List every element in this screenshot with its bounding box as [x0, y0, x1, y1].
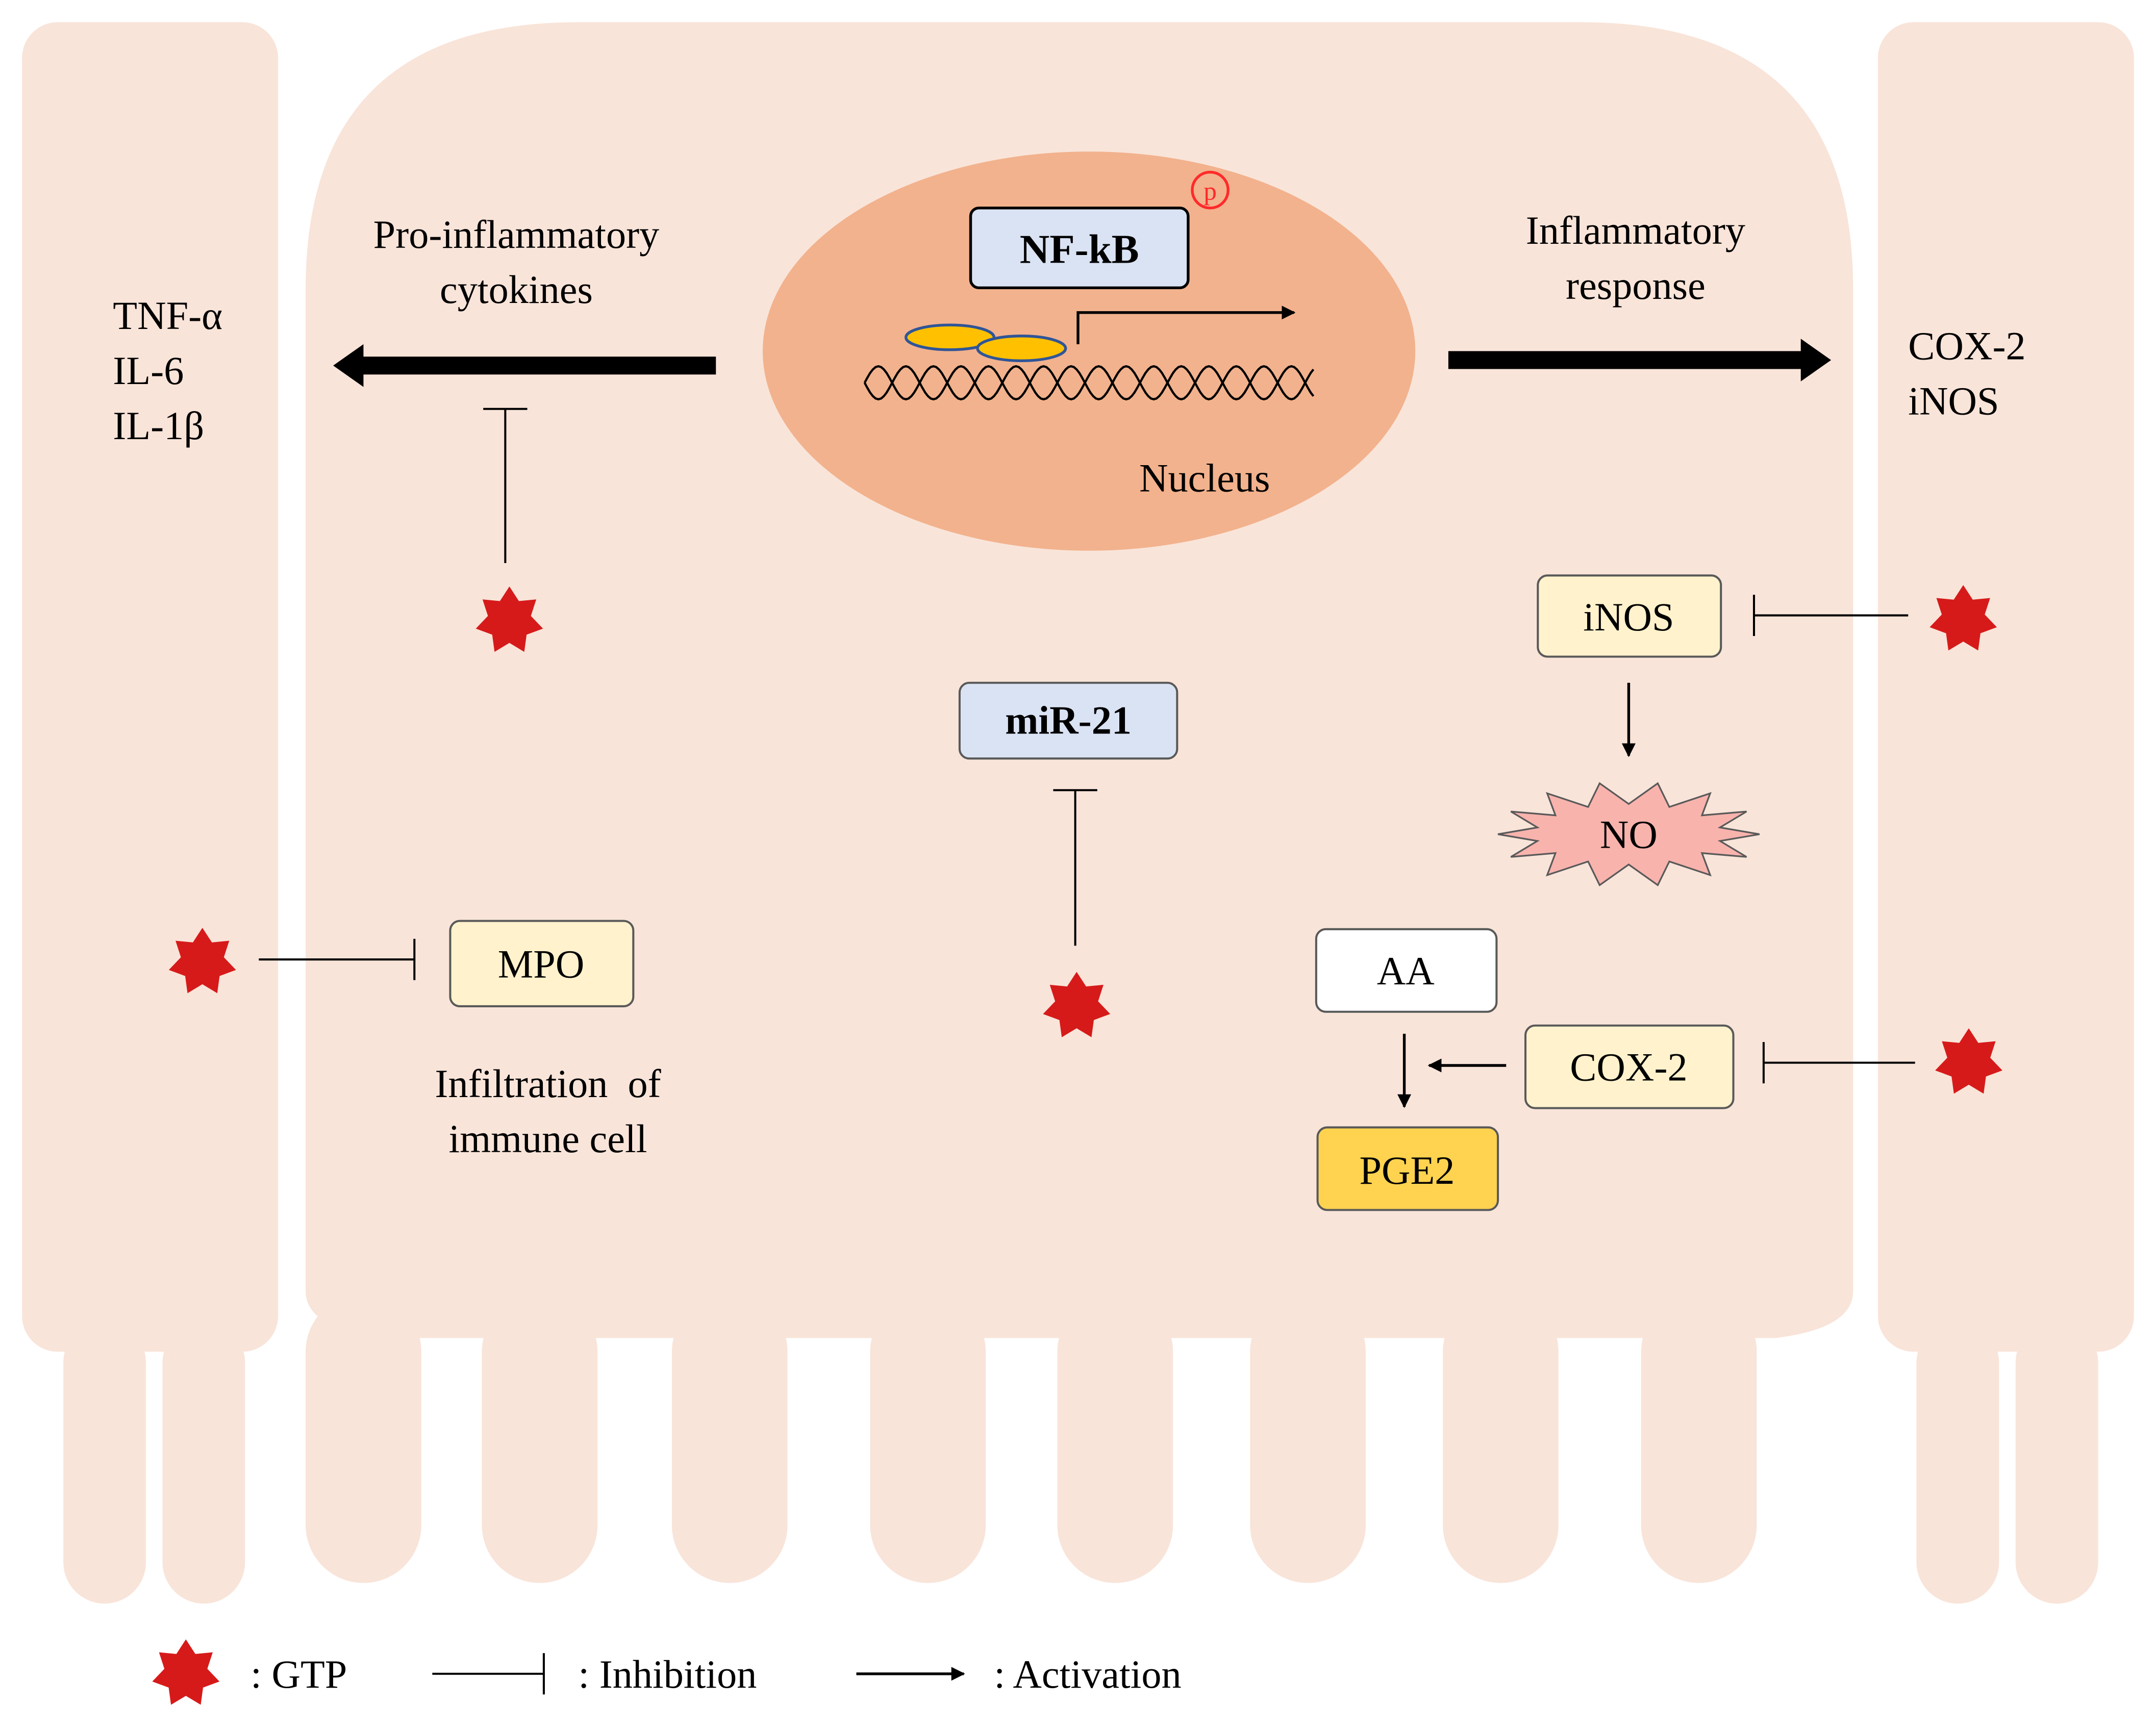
nfkb-box: [969, 207, 1190, 289]
cytokine-label: IL-6: [113, 348, 184, 393]
infiltration-label: Infiltration of: [435, 1061, 661, 1106]
cytokine-label: TNF-α: [113, 293, 222, 338]
transcription-arrow: [1076, 306, 1296, 344]
gtp-star-icon: [475, 586, 543, 652]
legend-gtp-star-icon: [152, 1639, 220, 1705]
mir21-inhibition: [1053, 789, 1097, 946]
no-burst-icon: [1497, 782, 1760, 886]
pro-inflammatory-label: Pro-inflammatory: [373, 212, 660, 257]
enzyme-label: COX-2: [1908, 324, 2025, 368]
gtp-star-icon: [1043, 972, 1111, 1037]
gtp-star-icon: [1929, 585, 1997, 651]
mpo-inhibition: [259, 938, 416, 980]
gtp-star-icon: [168, 928, 236, 994]
cox2-label: COX-2: [1570, 1045, 1687, 1089]
inflammatory-label: Inflammatory: [1526, 208, 1745, 252]
mpo-box: [449, 920, 635, 1007]
phospho-marker: [1191, 170, 1230, 210]
immune-cell-label: immune cell: [449, 1116, 647, 1161]
no-label: NO: [1600, 812, 1658, 857]
inos-label: iNOS: [1583, 595, 1674, 639]
legend: : GTP : Inhibition : Activation: [152, 1639, 1182, 1705]
aa-box: [1315, 928, 1498, 1013]
cox2-inhibition: [1762, 1042, 1915, 1084]
legend-activation-label: : Activation: [994, 1652, 1181, 1696]
pro-inflammatory-arrow: [333, 344, 716, 387]
mir21-box: [958, 681, 1179, 760]
cytokine-label: IL-1β: [113, 403, 204, 448]
response-label: response: [1566, 263, 1706, 308]
inflammatory-response-arrow: [1448, 339, 1832, 382]
nfkb-subunit-icon: [976, 335, 1067, 363]
legend-gtp-label: : GTP: [250, 1652, 347, 1696]
legend-inhibition-label: : Inhibition: [578, 1652, 757, 1696]
inos-box: [1537, 574, 1722, 658]
pge2-label: PGE2: [1359, 1148, 1455, 1192]
mpo-label: MPO: [498, 942, 585, 986]
dna-helix-icon: [863, 365, 1315, 401]
nfkb-label: NF-kB: [1020, 226, 1139, 272]
mir21-label: miR-21: [1005, 698, 1132, 743]
nucleus-label: Nucleus: [1139, 456, 1270, 500]
gtp-star-icon: [1935, 1028, 2002, 1094]
cytokines-label: cytokines: [440, 267, 593, 312]
cox2-box: [1524, 1024, 1735, 1109]
phospho-label: p: [1204, 177, 1217, 206]
cytokine-inhibition: [483, 408, 528, 564]
aa-label: AA: [1377, 949, 1435, 993]
pge2-box: [1316, 1126, 1499, 1211]
nucleus: [763, 151, 1416, 551]
legend-inhibition-symbol: [432, 1653, 545, 1695]
enzyme-label: iNOS: [1908, 379, 1999, 423]
inos-inhibition: [1752, 595, 1909, 637]
